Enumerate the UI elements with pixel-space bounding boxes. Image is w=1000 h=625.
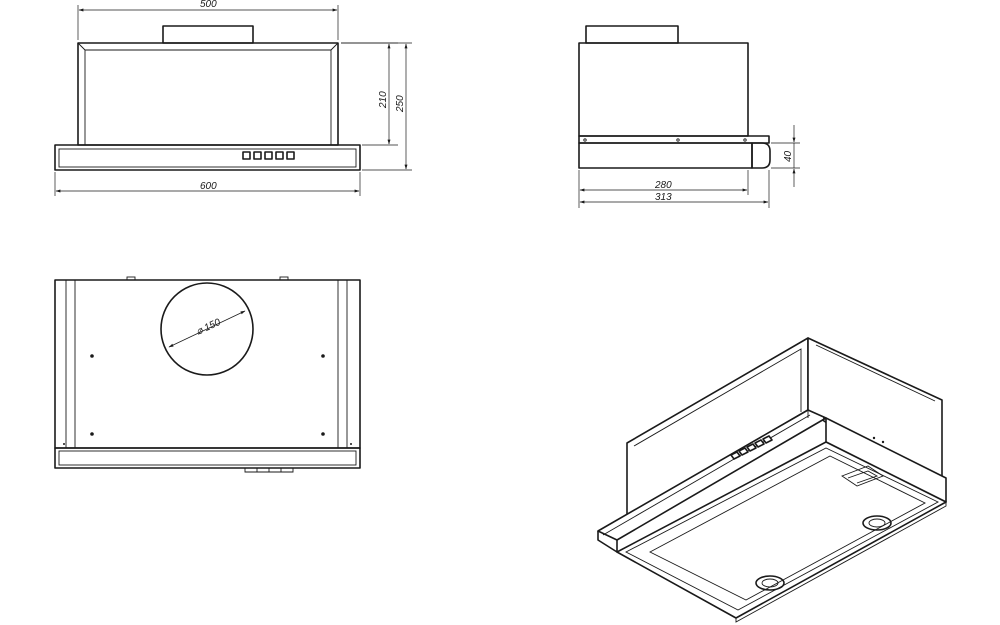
top-front-panel (54, 447, 361, 469)
isometric-view (597, 337, 947, 623)
iso-lamp (862, 515, 892, 531)
mounting-hole (90, 432, 94, 436)
dim-top-width: 500 (200, 0, 217, 10)
side-view: 40 280 313 (578, 25, 800, 208)
dim-duct-diameter: ⌀ 150 (195, 317, 223, 338)
iso-filter-grille (841, 465, 884, 487)
control-buttons (242, 151, 295, 160)
mounting-hole (90, 354, 94, 358)
front-body-inner (84, 49, 332, 145)
front-duct-collar (162, 25, 254, 44)
iso-control-buttons (730, 435, 773, 460)
side-front-handle (751, 142, 771, 169)
iso-control-button (746, 443, 757, 452)
front-view: 500 210 250 600 (54, 0, 412, 196)
iso-control-button (762, 435, 773, 444)
dim-front-width: 600 (200, 181, 217, 192)
dim-height-210: 210 (378, 91, 389, 109)
control-button (275, 151, 284, 160)
front-body-outline (77, 42, 339, 146)
top-body (54, 279, 361, 449)
control-button (286, 151, 295, 160)
control-button (253, 151, 262, 160)
mounting-hole (321, 354, 325, 358)
dim-depth-280: 280 (654, 180, 672, 191)
top-view: ⌀ 150 (54, 276, 361, 473)
control-button (242, 151, 251, 160)
side-body (578, 42, 749, 137)
side-rail (578, 135, 770, 144)
side-duct-collar (585, 25, 679, 44)
iso-control-button (754, 439, 765, 448)
dim-depth-313: 313 (655, 192, 672, 203)
iso-control-button (730, 451, 741, 460)
mounting-hole (321, 432, 325, 436)
front-panel (54, 144, 361, 171)
control-button (264, 151, 273, 160)
dim-panel-height: 40 (783, 150, 794, 162)
iso-control-button (738, 447, 749, 456)
side-panel (578, 142, 753, 169)
dim-height-250: 250 (395, 95, 406, 113)
diameter-symbol: ⌀ (195, 324, 208, 338)
iso-lamp (755, 575, 785, 591)
duct-opening (160, 282, 254, 376)
